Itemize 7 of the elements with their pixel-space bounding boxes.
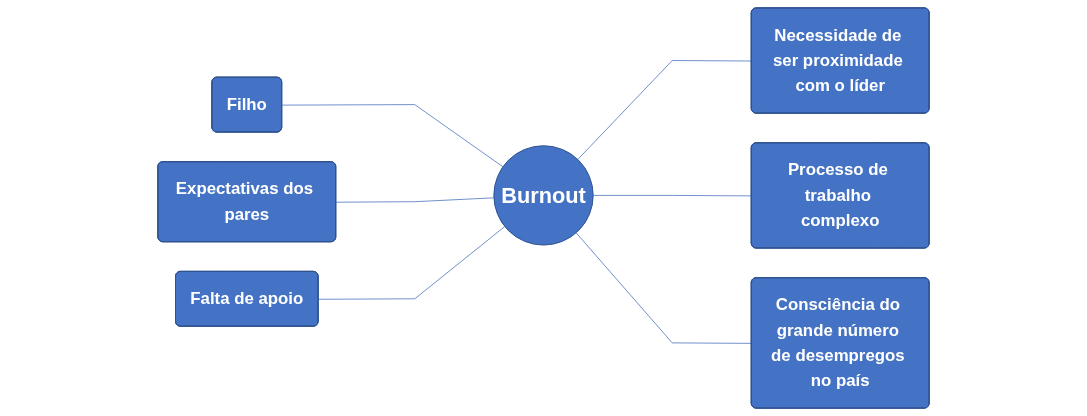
connector: [318, 226, 506, 300]
connector: [575, 232, 753, 344]
connector: [577, 60, 753, 160]
connector: [335, 197, 495, 203]
node-circle: Burnout: [493, 145, 594, 246]
connector: [281, 104, 504, 168]
connector: [592, 194, 753, 197]
